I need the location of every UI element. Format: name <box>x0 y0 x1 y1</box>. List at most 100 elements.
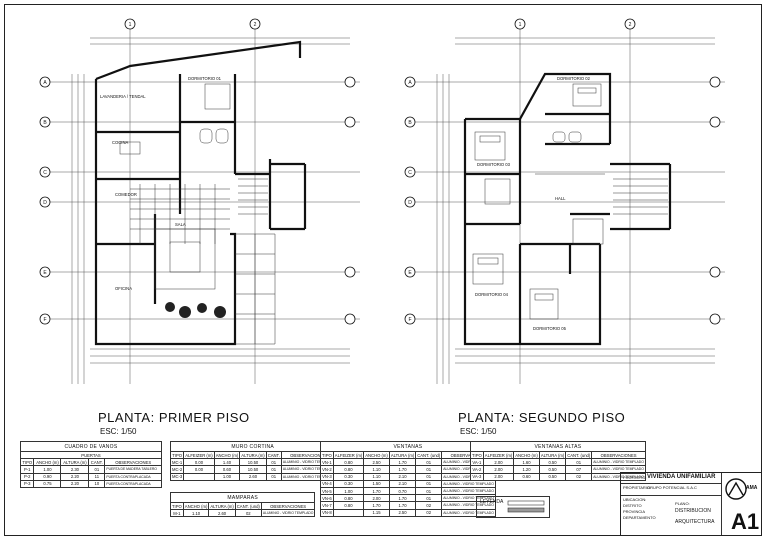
plan-1-title: PLANTA: PRIMER PISO <box>98 410 250 425</box>
room-dormitorio-04: DORMITORIO 04 <box>475 292 509 297</box>
cell: ALUMINIO - VIDRIO TEMPLADO <box>441 486 496 496</box>
cell: 2.20 <box>60 479 90 488</box>
legend-box: LEYENDA <box>476 496 550 518</box>
cell: VN-7 <box>320 501 334 510</box>
col-header: ALTURA (m) <box>208 501 236 511</box>
axis-col-2: 2 <box>254 22 257 28</box>
cell: 01 <box>415 465 443 474</box>
cell: MC-1 <box>169 458 185 467</box>
cell: 2.60 <box>208 509 236 518</box>
cell: 02 <box>234 509 262 518</box>
axis-row-e: E <box>408 270 412 276</box>
cell: 02 <box>415 501 443 510</box>
col-header: ALFEIZER (m) <box>482 450 515 460</box>
plan-primer-piso: 1 2 A B C D E F LAVANDERIA / TENDAL DORM… <box>39 18 360 384</box>
cell: 2.10 <box>388 472 417 481</box>
axis-row-f: F <box>43 317 46 323</box>
cell: VN-8 <box>320 508 334 517</box>
cell: 1.10 <box>182 509 210 518</box>
cell: 2.30 <box>60 465 90 474</box>
cell <box>183 472 215 481</box>
cell: VN-2 <box>320 465 334 474</box>
muro-cortina-title: MURO CORTINA <box>169 441 336 452</box>
cell: 0.30 <box>332 479 365 488</box>
owner-label: PROPIETARIO: <box>623 485 652 490</box>
cell: 0.80 <box>332 494 365 503</box>
cell: ALUMINIO - VIDRIO TEMPLADO <box>441 479 496 488</box>
room-lavanderia: LAVANDERIA / TENDAL <box>100 94 146 99</box>
col-header: ANCHO (m) <box>513 450 540 460</box>
project-label: PROYECTO: <box>623 475 647 480</box>
location-label: UBICACION: <box>623 497 647 502</box>
title-block: PROYECTO: VIVIENDA UNIFAMILIAR PROPIETAR… <box>620 472 762 536</box>
col-header: OBSERVACIONES <box>104 458 162 467</box>
district-label: DISTRITO <box>623 503 642 508</box>
plan-2-title: PLANTA: SEGUNDO PISO <box>458 410 626 425</box>
province-label: PROVINCIA <box>623 509 646 514</box>
cell: 1.70 <box>388 465 417 474</box>
axis-row-f: F <box>408 317 411 323</box>
room-dormitorio-03: DORMITORIO 03 <box>477 162 511 167</box>
cell: M-1 <box>170 509 184 518</box>
cell: 1.10 <box>363 472 390 481</box>
col-header: ALTURA (m) <box>60 458 90 467</box>
cell: 1.60 <box>513 458 540 467</box>
col-header: ANCHO (m) <box>182 501 210 511</box>
cell: 01 <box>415 479 443 488</box>
cell: 0.60 <box>513 472 540 481</box>
owner-name: GRUPO POTENCIAL S.A.C <box>647 485 697 490</box>
ventanas-table: VENTANAS TIPO ALFEIZER (m) ANCHO (m) ALT… <box>320 441 496 517</box>
room-comedor: COMEDOR <box>115 192 137 197</box>
room-dormitorio-02: DORMITORIO 02 <box>557 76 591 81</box>
col-header: OBSERVACIONES <box>260 501 316 511</box>
legend-title: LEYENDA <box>480 499 504 505</box>
cell: 1.70 <box>388 494 417 503</box>
cell: 0.75 <box>33 479 62 488</box>
axis-row-a: A <box>408 80 412 86</box>
cell: VN-3 <box>320 472 334 481</box>
ventanas-altas-table: VENTANAS ALTAS TIPO ALFEIZER (m) ANCHO (… <box>470 441 646 481</box>
sheet-number: A1 <box>731 509 760 534</box>
col-header: CANT. (und) <box>234 501 262 511</box>
room-dormitorio-01: DORMITORIO 01 <box>188 76 222 81</box>
plan-1-scale: ESC: 1/50 <box>100 427 137 436</box>
room-dormitorio-05: DORMITORIO 05 <box>533 326 567 331</box>
cell: 2.00 <box>482 465 515 474</box>
cell: 0.80 <box>332 458 365 467</box>
col-header: CANT. <box>265 450 282 460</box>
axis-col-1: 1 <box>519 22 522 28</box>
firm-logo-icon <box>725 478 747 500</box>
cell: ALUMINIO - VIDRIO TEMPLADO <box>441 508 496 517</box>
cell: VN-6 <box>320 494 334 503</box>
cell: 1.00 <box>33 465 62 474</box>
cell: 2.10 <box>388 479 417 488</box>
col-header: TIPO <box>170 501 184 511</box>
cell: PUERTA CONTRAPLACADA <box>104 472 162 481</box>
axis-col-1: 1 <box>129 22 132 28</box>
col-header: CANT. <box>88 458 106 467</box>
cell: 11 <box>88 472 106 481</box>
col-header: ANCHO (m) <box>213 450 241 460</box>
col-header: ANCHO (m) <box>363 450 390 460</box>
col-header: ALTURA (m) <box>538 450 567 460</box>
cell: 0.30 <box>332 472 365 481</box>
plan-segundo-piso: 1 2 A B C D E F DORMITORIO 02 DORMITORIO… <box>404 18 725 384</box>
col-header: TIPO <box>19 458 35 467</box>
col-header: OBSERVACIONES <box>591 450 646 460</box>
cell: 02 <box>415 508 443 517</box>
cell: 01 <box>415 472 443 481</box>
muro-cortina-table: MURO CORTINA TIPO ALFEIZER (m) ANCHO (m)… <box>169 441 336 481</box>
col-header: ALFEIZER (m) <box>332 450 365 460</box>
axis-row-c: C <box>43 170 47 176</box>
cell: 1.70 <box>363 501 390 510</box>
cell: MC-3 <box>169 472 185 481</box>
